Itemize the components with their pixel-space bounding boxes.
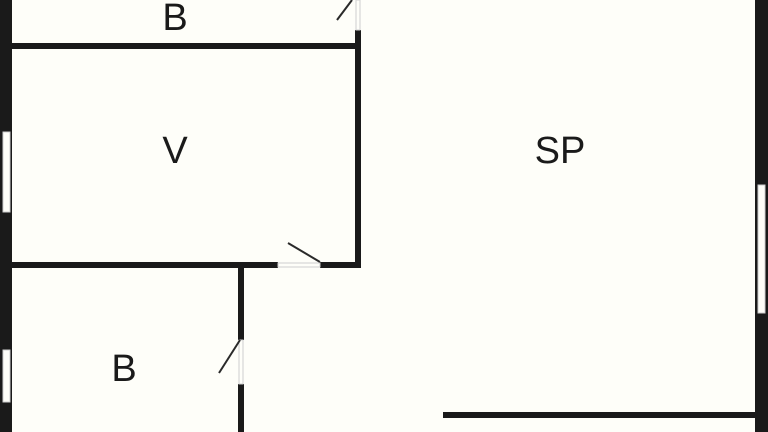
- wall-b-sp-upper: [238, 268, 244, 340]
- wall-v-sp: [355, 30, 361, 268]
- door-swing-b: [218, 339, 241, 374]
- door-swing-v: [287, 242, 321, 263]
- room-label-storage: V: [162, 130, 188, 172]
- windows: [2, 0, 766, 403]
- door-swings: [218, 0, 353, 374]
- wall-v-b-left: [12, 262, 278, 268]
- door-swing-top: [336, 0, 353, 21]
- window-right-sp: [757, 184, 766, 314]
- door-gap-b: [238, 339, 244, 385]
- wall-sp-bottom: [443, 412, 755, 418]
- room-label-top-bedroom: B: [162, 0, 187, 39]
- wall-b-v: [12, 43, 361, 49]
- door-gap-top: [355, 0, 361, 31]
- window-left-b: [2, 349, 11, 403]
- wall-v-b-right: [320, 262, 361, 268]
- door-gap-v: [277, 262, 321, 268]
- window-left-v: [2, 131, 11, 213]
- room-label-bottom-bedroom: B: [111, 348, 136, 390]
- wall-b-sp-lower: [238, 384, 244, 432]
- left-outer-wall: [0, 0, 12, 432]
- room-label-living: SP: [535, 130, 586, 172]
